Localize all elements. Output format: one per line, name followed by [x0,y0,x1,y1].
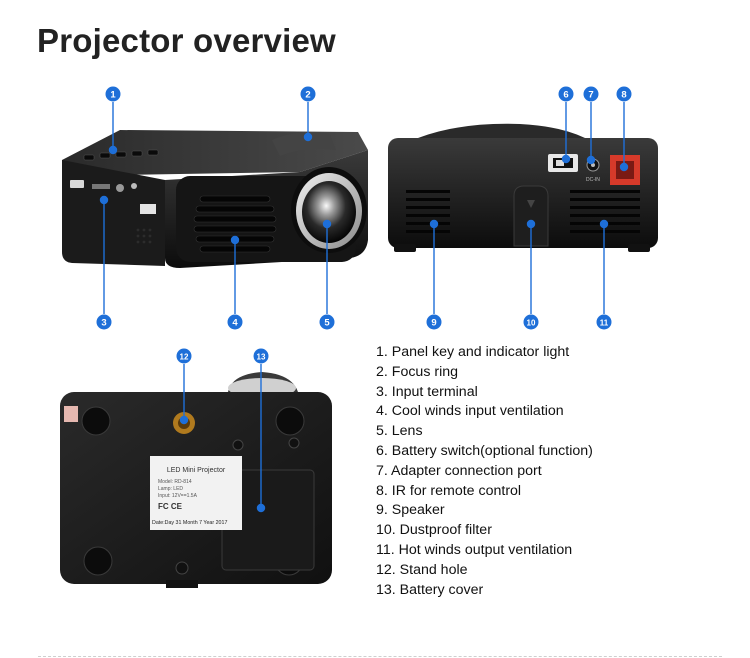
divider [38,656,722,657]
callout-badge-circle [227,314,243,330]
legend-item: 4. Cool winds input ventilation [376,403,564,420]
legend-item: 6. Battery switch(optional function) [376,442,593,459]
callout-badge-circle [596,314,612,330]
callout-dot [303,132,313,142]
callout-badge-circle [426,314,442,330]
callout-dot [256,503,266,513]
callout-badge: 11 [596,314,612,330]
callout-number: 4 [232,317,238,328]
sticker-lamp: Lamp: LED [158,486,183,492]
legend-item: 11. Hot winds output ventilation [376,541,573,558]
callout-number: 1 [110,89,116,100]
sticker-title: LED Mini Projector [167,467,226,474]
callout-dot [179,415,189,425]
legend-item: 1. Panel key and indicator light [376,344,570,360]
callout-dot [322,219,332,229]
callout-badge: 9 [426,314,442,330]
callout-dot [619,162,629,172]
callout-number: 9 [431,317,436,328]
callout-badge: 10 [523,314,539,330]
callout-badge: 12 [176,348,192,364]
callout-badge-circle [616,86,632,102]
callout-number: 7 [588,89,593,100]
projector-back-view: DC-IN [388,123,658,252]
callout-lines [99,102,629,513]
callout-badge-circle [176,348,192,364]
callout-badge: 5 [319,314,335,330]
callout-dot [99,195,109,205]
sticker-marks: FC CE [158,502,183,511]
legend-item: 3. Input terminal [376,383,478,400]
callout-badge: 7 [583,86,599,102]
legend-item: 9. Speaker [376,502,445,519]
projector-bottom-view: LED Mini Projector Model: RD-814 Lamp: L… [60,372,332,588]
callout-badge: 1 [105,86,121,102]
sticker-date: Date:Day 31 Month 7 Year 2017 [152,520,227,526]
callout-badge: 3 [96,314,112,330]
sticker-model: Model: RD-814 [158,479,192,485]
callout-badge: 8 [616,86,632,102]
callout-badge: 4 [227,314,243,330]
callout-number: 2 [305,89,310,100]
legend-item: 12. Stand hole [376,561,468,578]
dc-in-label: DC-IN [586,177,600,183]
callout-badge-circle [558,86,574,102]
callout-number: 13 [257,352,266,361]
legend-item: 10. Dustproof filter [376,522,492,539]
legend-item: 13. Battery cover [376,581,484,598]
callout-badge-circle [300,86,316,102]
callout-dot [526,219,536,229]
legend-item: 2. Focus ring [376,363,459,380]
callout-dot [108,145,118,155]
sticker-input: Input: 12V==1.5A [158,493,198,499]
callout-number: 6 [563,89,568,100]
callout-number: 5 [324,317,330,328]
callout-badge-circle [523,314,539,330]
legend-item: 7. Adapter connection port [376,462,542,479]
callout-badge-circle [253,348,269,364]
callout-badge-circle [319,314,335,330]
callout-dot [599,219,609,229]
legend-item: 5. Lens [376,423,423,440]
callout-number: 11 [600,318,609,327]
callout-badge: 6 [558,86,574,102]
callout-number: 8 [621,89,626,100]
callout-dot [586,155,596,165]
callout-badge-circle [105,86,121,102]
callout-badge: 2 [300,86,316,102]
callout-number: 3 [101,317,106,328]
callout-dot [429,219,439,229]
callout-dot [561,154,571,164]
callout-number: 12 [180,352,189,361]
callout-badge-circle [583,86,599,102]
legend-list: 1. Panel key and indicator light 2. Focus… [376,343,593,600]
callout-badge-circle [96,314,112,330]
legend-item: 8. IR for remote control [376,482,522,499]
page-title: Projector overview [37,22,336,59]
callout-dot [230,235,240,245]
projector-front-view [62,130,368,268]
callout-number: 10 [527,318,536,327]
callout-badge: 13 [253,348,269,364]
